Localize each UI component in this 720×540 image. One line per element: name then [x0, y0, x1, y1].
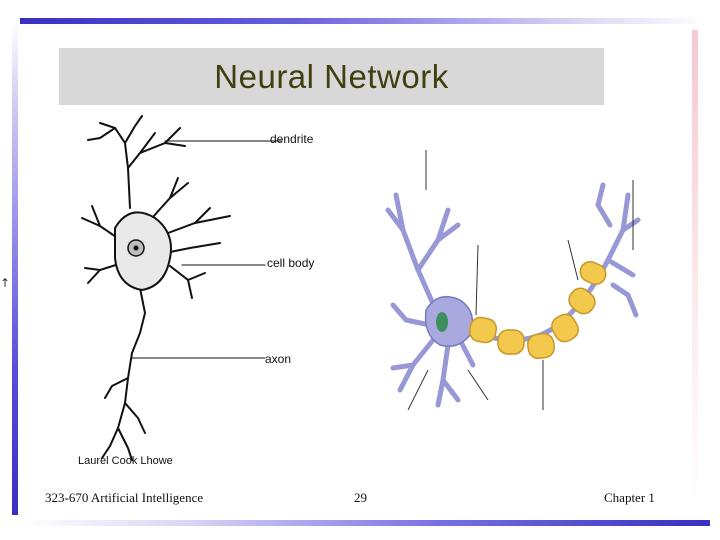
- footer-chapter: Chapter 1: [604, 490, 655, 505]
- slide-nav-icon[interactable]: ↑: [0, 276, 11, 290]
- figure-credit: Laurel Cook Lhowe: [78, 455, 173, 467]
- axon-label: axon: [265, 352, 292, 366]
- footer-course: 323-670 Artificial Intelligence: [45, 490, 204, 505]
- left-accent-bar: [12, 20, 18, 515]
- neuron-line-drawing: dendrite cell body axon Laurel Cook Lhow…: [70, 108, 370, 470]
- cell-body-label: cell body: [267, 256, 315, 270]
- title-box: Neural Network: [59, 48, 604, 105]
- bottom-accent-bar: [20, 520, 710, 526]
- neuron-color-svg: [385, 150, 641, 411]
- dendrite-label: dendrite: [270, 132, 314, 146]
- neuron-color-illustration: [378, 150, 643, 440]
- neuron-line-drawing-svg: [81, 115, 283, 461]
- right-accent-bar: [692, 30, 698, 510]
- slide-title: Neural Network: [214, 57, 449, 95]
- top-accent-bar: [20, 18, 710, 24]
- footer-page-number: 29: [354, 490, 367, 505]
